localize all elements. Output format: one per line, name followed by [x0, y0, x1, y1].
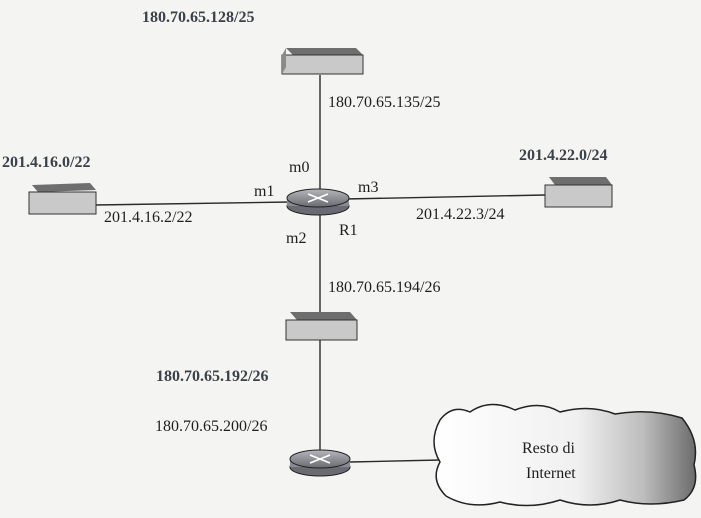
router-lower-arrows-icon	[309, 454, 331, 464]
address-lower-router: 180.70.65.200/26	[155, 418, 267, 435]
links	[94, 75, 546, 463]
cloud-label-line2: Internet	[526, 465, 576, 482]
network-right-label: 201.4.22.0/24	[519, 147, 607, 164]
interface-m1-label: m1	[254, 183, 274, 200]
switch-right	[544, 177, 613, 208]
link-right	[344, 194, 546, 200]
cloud-label-line1: Resto di	[522, 440, 575, 457]
network-left-label: 201.4.16.0/22	[2, 154, 90, 171]
internet-cloud	[433, 403, 697, 507]
switch-left	[28, 183, 97, 215]
address-left-link: 201.4.16.2/22	[104, 209, 192, 226]
router-arrows-icon	[307, 193, 329, 203]
address-right-link: 201.4.22.3/24	[416, 206, 504, 223]
interface-m3-label: m3	[358, 179, 378, 196]
network-top-label: 180.70.65.128/25	[142, 9, 254, 26]
link-left	[94, 201, 291, 206]
network-bottom-label: 180.70.65.192/26	[156, 368, 268, 385]
switch-top	[281, 48, 364, 75]
interface-m0-label: m0	[289, 159, 309, 176]
address-top-link: 180.70.65.135/25	[328, 94, 440, 111]
router-lower	[289, 449, 351, 477]
link-cloud	[349, 459, 441, 463]
switch-bottom	[285, 312, 358, 341]
interface-m2-label: m2	[286, 230, 306, 247]
address-m2-link: 180.70.65.194/26	[328, 279, 440, 296]
router-r1	[286, 188, 350, 216]
router-name-label: R1	[339, 222, 358, 239]
